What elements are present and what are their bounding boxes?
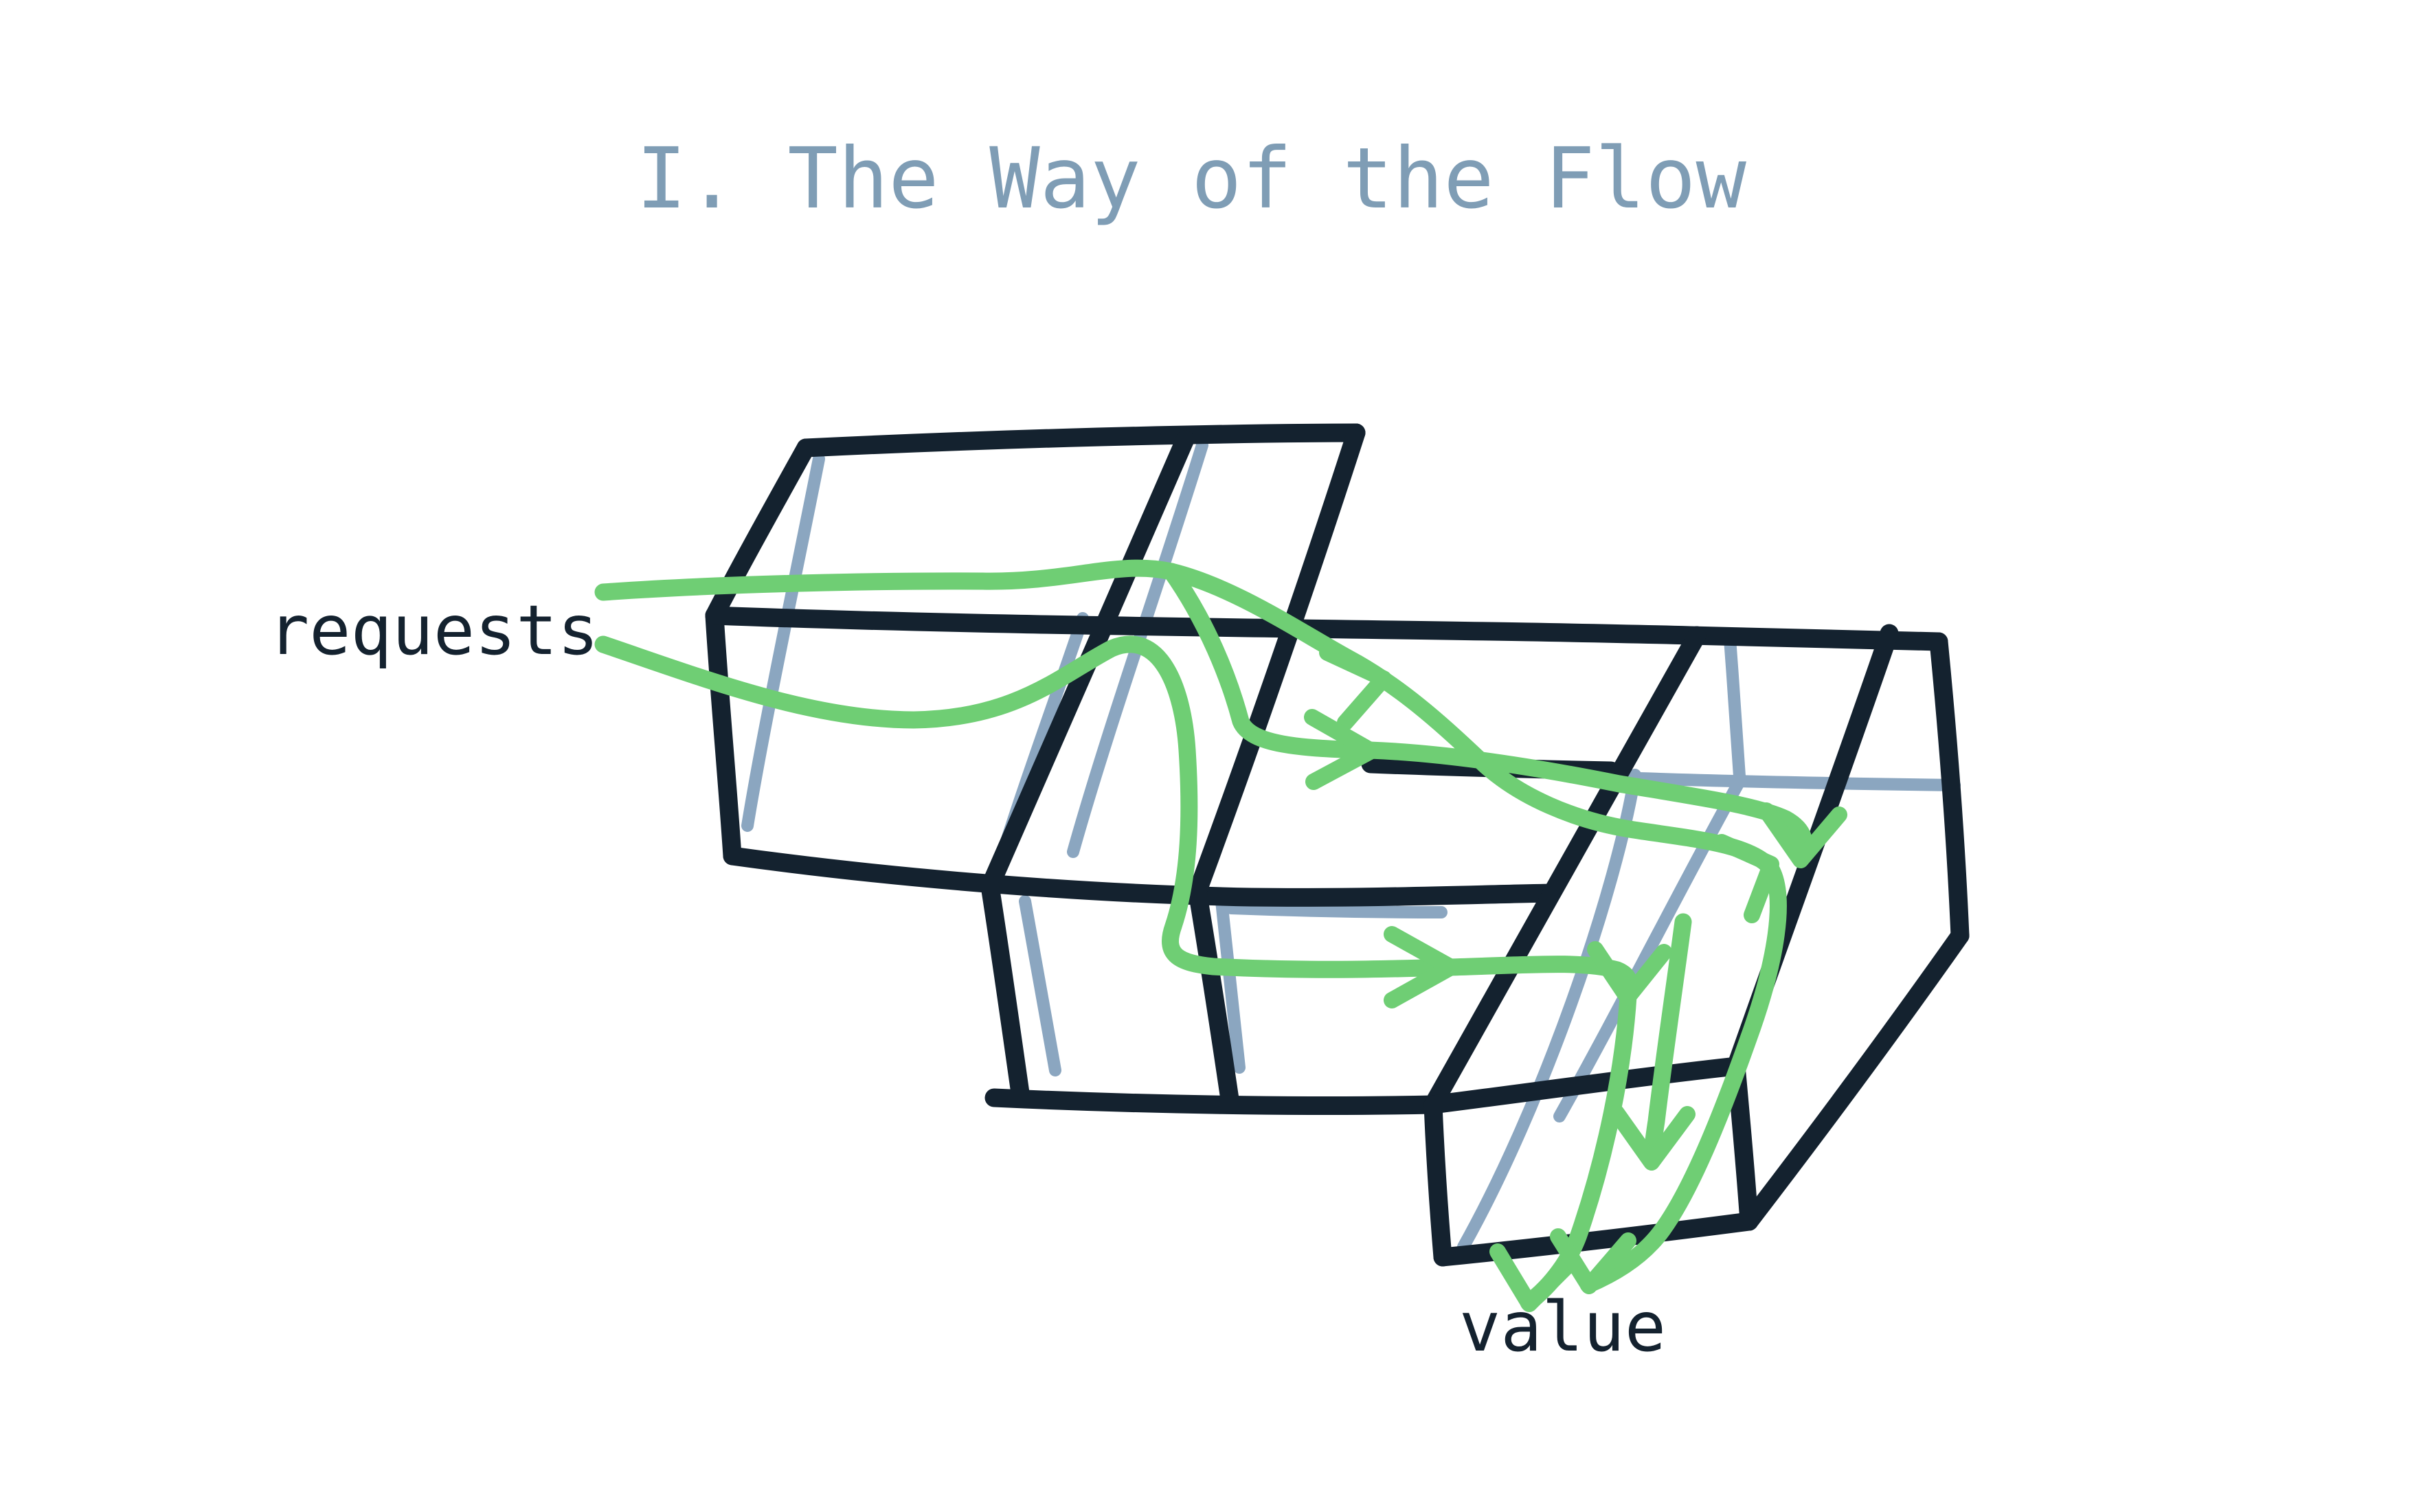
box3-interior-diagonal-2 xyxy=(1553,773,1747,1122)
box3-left-outer-slant xyxy=(1423,626,1707,1114)
arrowhead-upper-mid xyxy=(1319,644,1392,731)
requests-label: requests xyxy=(268,590,599,670)
box1-right-interior-edge xyxy=(1067,439,1208,858)
box2-front-left-edge xyxy=(980,877,1031,1107)
arrowhead-branch-mid xyxy=(1304,709,1379,790)
mid-top-long-edge xyxy=(705,606,1948,651)
arrowhead-dive-mid xyxy=(1713,834,1779,923)
box3-right-outer-slant xyxy=(1739,926,1970,1231)
box2-left-interior-edge-b xyxy=(1215,895,1246,1074)
box3-endcap-bottom-edge xyxy=(1433,1212,1759,1267)
hidden-edges xyxy=(741,439,1961,1253)
box1-front-left-edge xyxy=(705,606,742,866)
flow-upper-request-stream xyxy=(594,559,1787,1294)
duct-outlines xyxy=(705,423,1970,1267)
arrowhead-branch-end-down xyxy=(1758,802,1847,868)
page-title: I. The Way of the Flow xyxy=(636,130,1746,227)
box1-back-top-edge xyxy=(796,423,1366,458)
box2-back-left-slant xyxy=(1188,423,1366,901)
box2-right-end-edge xyxy=(1929,632,1970,945)
flow-arrowheads xyxy=(1304,644,1847,1312)
box2-floor-interior-edge xyxy=(1225,902,1448,918)
arrowhead-box3-left-mid xyxy=(1587,941,1672,1006)
flow-lower-request-stream xyxy=(594,635,1638,1311)
box1-left-top-slant xyxy=(705,438,815,625)
arrowhead-box3-stub-end xyxy=(1608,1105,1696,1171)
box2-front-slot-edge xyxy=(1188,882,1239,1109)
junction2-interior-vertical xyxy=(1724,633,1746,782)
box3-endcap-top-edge xyxy=(1423,1057,1746,1114)
arrowhead-floor-mid xyxy=(1384,926,1459,1008)
box3-endcap-left-edge xyxy=(1423,1095,1452,1267)
arrowhead-exit-left xyxy=(1489,1243,1577,1312)
box2-front-bottom-edge xyxy=(984,1088,1443,1116)
box2-left-interior-edge-a xyxy=(1019,895,1061,1076)
box1-left-interior-edge xyxy=(741,453,825,832)
mid-bottom-long-edge xyxy=(723,846,1561,907)
box2-right-interior-edge xyxy=(1615,771,1961,791)
arrowhead-exit-right xyxy=(1550,1228,1636,1294)
duct-box-3 xyxy=(1423,624,1970,1267)
value-label: value xyxy=(1459,1287,1666,1367)
flow-short-stream xyxy=(1643,913,1692,1169)
